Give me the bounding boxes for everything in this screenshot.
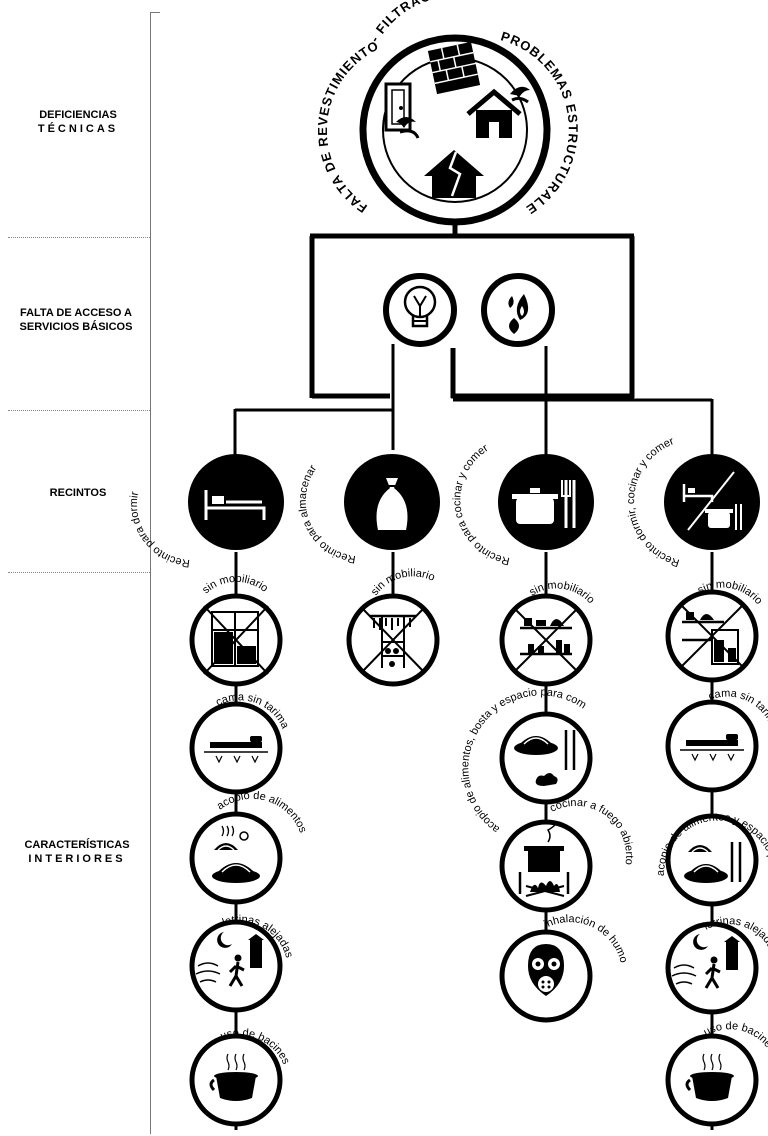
row-separator	[8, 237, 150, 238]
char-no-furniture-kitchen: sin mobiliario	[499, 579, 597, 687]
food-cutlery-icon	[684, 842, 742, 883]
shelf-crossed-icon	[361, 607, 425, 673]
door-wind-icon	[384, 82, 420, 139]
open-fire-pot-icon	[518, 823, 570, 897]
char-no-furniture-storage: sin mobiliario	[346, 567, 440, 687]
axis-tick	[150, 12, 160, 13]
room-sleep-cook: Recinto dormir, cocinar y comer	[625, 435, 760, 569]
room-cook: Recinto para cocinar y comer	[451, 442, 594, 567]
connector-lines	[233, 216, 714, 1130]
char-smoke-inhalation: inhalación de humo	[499, 913, 629, 1023]
cracked-house-icon	[424, 150, 484, 198]
mattress-on-floor-icon	[204, 736, 268, 764]
char-latrines-far-mixed: letrinas alejadas	[665, 915, 768, 1015]
char-bed-no-frame-mixed: cama sin tarima	[665, 687, 768, 793]
row-separator	[8, 410, 150, 411]
room-sleep: Recinto para dormir	[128, 454, 284, 569]
row-label-interior: CARACTERÍSTICAS INTERIORES	[12, 838, 142, 866]
left-axis-line	[150, 12, 151, 1134]
house-wind-icon	[466, 86, 530, 138]
room-label: Recinto para dormir	[128, 490, 191, 569]
chamber-pot-icon	[209, 1053, 258, 1101]
char-label: sin mobiliario	[369, 567, 437, 597]
pot-cutlery-icon	[512, 480, 576, 528]
service-water	[481, 273, 555, 347]
char-latrines-far: letrinas alejadas	[189, 913, 295, 1013]
row-label-line: SERVICIOS BÁSICOS	[19, 321, 133, 333]
night-walk-latrine-icon	[195, 932, 264, 987]
char-open-fire: cocinar a fuego abierto	[499, 797, 635, 913]
brick-wall-icon	[427, 41, 481, 95]
gas-mask-icon	[528, 944, 564, 996]
food-dung-icon	[514, 730, 576, 786]
night-walk-latrine-icon	[671, 934, 740, 989]
char-food-storage: acopio de alimentos	[189, 790, 309, 905]
row-label-rooms: RECINTOS	[18, 486, 138, 500]
char-bed-no-frame: cama sin tarima	[189, 691, 291, 795]
technical-deficiencies-ring: FALTA DE REVESTIMIENTO - FILTRACIONES - …	[0, 0, 580, 226]
sack-icon	[376, 478, 408, 530]
row-label-line: FALTA DE ACCESO A	[19, 307, 133, 319]
row-label-line: TÉCNICAS	[37, 123, 119, 135]
row-label-services: FALTA DE ACCESO A SERVICIOS BÁSICOS	[0, 306, 152, 334]
bed-pot-split-icon	[682, 471, 742, 531]
row-label-line: INTERIORES	[28, 853, 126, 865]
cabinet-crossed-icon	[203, 605, 269, 675]
char-no-furniture: sin mobiliario	[189, 573, 283, 687]
char-no-furniture-mixed: sin mobiliario	[665, 578, 765, 683]
bed-icon	[204, 490, 266, 520]
lightbulb-icon	[403, 285, 437, 328]
row-label-line: CARACTERÍSTICAS	[24, 839, 130, 851]
row-label-line: DEFICIENCIAS	[39, 109, 117, 121]
row-label-technical: DEFICIENCIAS TÉCNICAS	[18, 108, 138, 136]
row-separator	[8, 572, 150, 573]
char-chamber-pot: uso de bacines	[189, 1027, 292, 1127]
water-drop-flame-icon	[508, 294, 529, 334]
kitchen-shelf-crossed-icon	[513, 607, 579, 673]
food-piles-icon	[212, 825, 260, 883]
mixed-furniture-crossed-icon	[679, 603, 745, 669]
chamber-pot-icon	[685, 1053, 734, 1101]
mattress-on-floor-icon	[680, 734, 744, 762]
service-electricity	[383, 273, 457, 347]
char-chamber-pot-mixed: uso de bacines	[665, 1020, 768, 1127]
room-storage: Recinto para almacenar	[297, 454, 440, 565]
row-label-line: RECINTOS	[49, 487, 107, 499]
